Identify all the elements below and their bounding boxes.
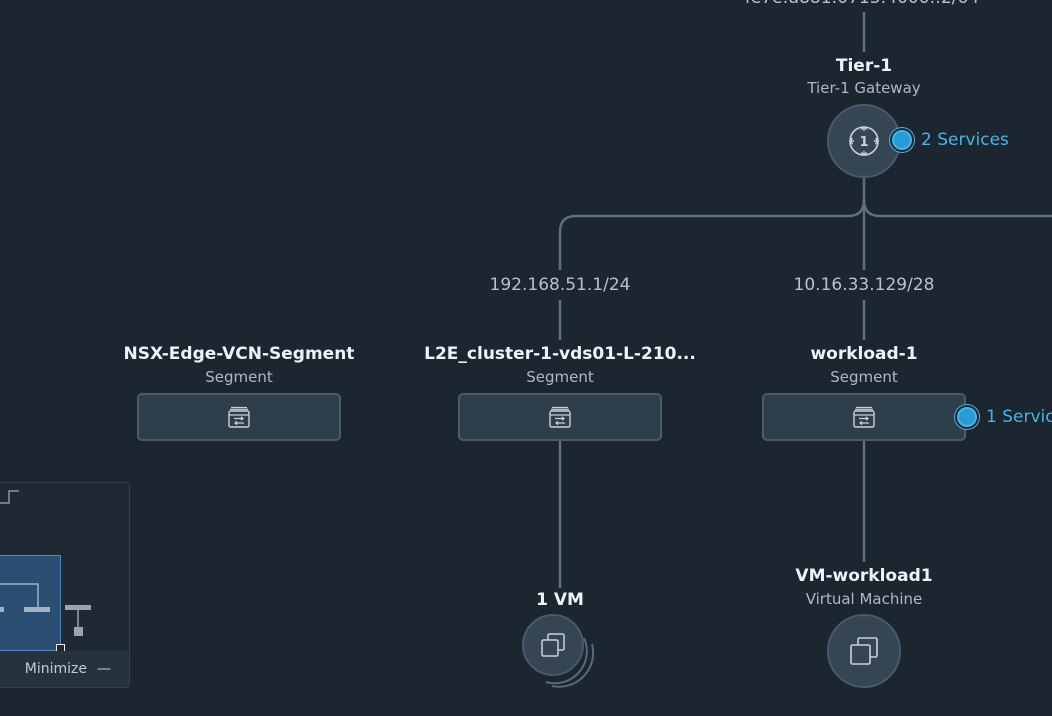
svg-text:1: 1 xyxy=(859,135,868,150)
uplink-cidr-workload: 10.16.33.129/28 xyxy=(791,275,937,295)
minimap-minimize-button[interactable]: Minimize — xyxy=(0,651,129,687)
minimap-viewport[interactable] xyxy=(0,555,61,651)
tier1-services-badge[interactable]: 2 Services xyxy=(892,130,1009,150)
segment-title-workload: workload-1 xyxy=(810,344,918,364)
tier1-gateway-node[interactable]: 1 xyxy=(827,104,901,178)
minimap-preview xyxy=(0,490,19,504)
vm-icon xyxy=(850,637,878,665)
service-status-icon xyxy=(892,130,912,150)
segment-node-l2e[interactable] xyxy=(458,393,662,441)
segment-title-nsx-edge: NSX-Edge-VCN-Segment xyxy=(123,344,355,364)
vm-workload-title: VM-workload1 xyxy=(795,566,933,586)
top-uplink-cidr: fe7e:d881:0713:4000::2/64 xyxy=(745,0,979,8)
tier1-services-label: 2 Services xyxy=(921,130,1009,150)
vm-stack-shadow xyxy=(545,637,595,688)
workload-services-label: 1 Service xyxy=(986,407,1052,427)
router-icon: 1 xyxy=(849,126,879,156)
segment-title-l2e: L2E_cluster-1-vds01-L-210... xyxy=(424,344,696,364)
segment-subtitle-workload: Segment xyxy=(830,368,898,386)
segment-icon xyxy=(853,406,875,428)
vm-workload-node[interactable] xyxy=(827,614,901,688)
segment-node-workload[interactable] xyxy=(762,393,966,441)
workload-services-badge[interactable]: 1 Service xyxy=(957,407,1052,427)
minimap-offscreen-node xyxy=(65,605,91,636)
tier1-subtitle: Tier-1 Gateway xyxy=(807,79,921,97)
minimap-viewport-shapes xyxy=(0,583,50,612)
minimize-icon: — xyxy=(97,661,111,677)
segment-icon xyxy=(228,406,250,428)
vm-icon xyxy=(541,633,565,657)
segment-subtitle-l2e: Segment xyxy=(526,368,594,386)
segment-icon xyxy=(549,406,571,428)
vm-workload-subtitle: Virtual Machine xyxy=(805,590,923,608)
service-status-icon xyxy=(957,407,977,427)
segment-subtitle-nsx-edge: Segment xyxy=(205,368,273,386)
vm-group-title: 1 VM xyxy=(536,590,584,610)
vm-group-node[interactable] xyxy=(522,614,584,676)
tier1-title: Tier-1 xyxy=(835,56,893,76)
uplink-cidr-l2e: 192.168.51.1/24 xyxy=(487,275,633,295)
minimap-panel[interactable]: Minimize — xyxy=(0,482,130,688)
minimize-label: Minimize xyxy=(24,661,87,677)
segment-node-nsx-edge[interactable] xyxy=(137,393,341,441)
